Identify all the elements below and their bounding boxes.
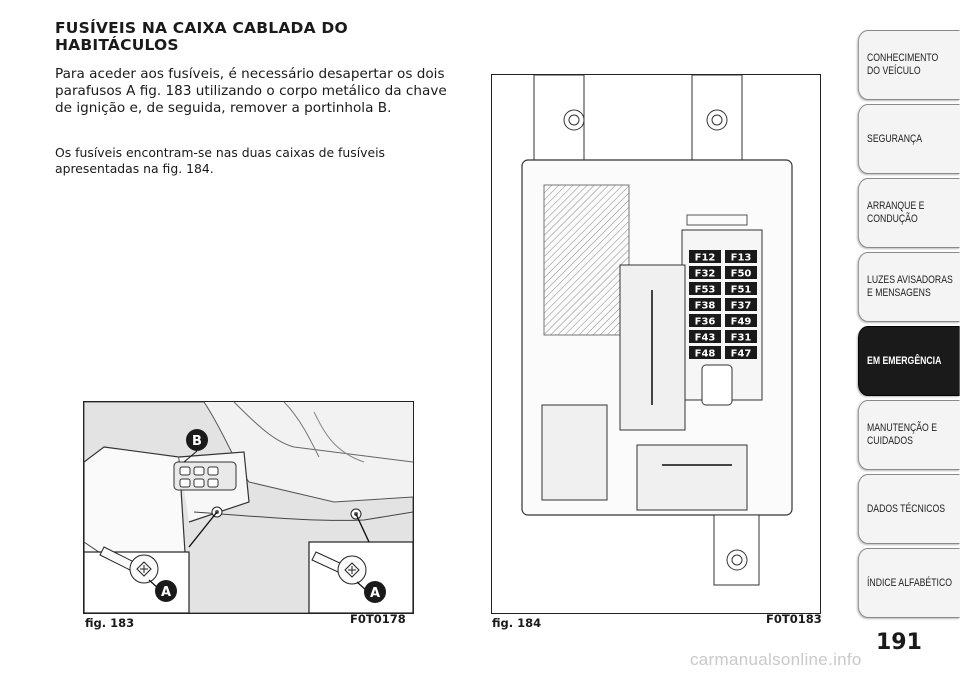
fuse-slot: [725, 250, 757, 263]
figure-184-caption: fig. 184: [492, 616, 542, 630]
figure-183-caption: fig. 183: [85, 616, 135, 630]
callout-a-label-right: A: [370, 586, 380, 601]
page-number: 191: [876, 630, 922, 655]
fuse-label: F49: [731, 317, 752, 328]
body-paragraph-2: Os fusíveis encontram-se nas duas caixas…: [55, 145, 385, 176]
fuse-label: F50: [731, 269, 752, 280]
fuse-label: F51: [731, 285, 752, 296]
fuse-label: F53: [695, 285, 716, 296]
fuse-label: F12: [695, 253, 716, 264]
fuse-slot: [725, 346, 757, 359]
fuse-slot: [725, 266, 757, 279]
fuse-slot: [725, 330, 757, 343]
callout-a-marker-right: [364, 581, 386, 603]
tab-seguranca[interactable]: SEGURANÇA: [858, 104, 960, 174]
fuse-slot: [689, 298, 721, 311]
tab-emergencia[interactable]: EM EMERGÊNCIA: [858, 326, 960, 396]
callout-b-label: B: [192, 434, 202, 449]
fuse-label: F37: [731, 301, 752, 312]
fuse-slot: [689, 250, 721, 263]
section-heading: FUSÍVEIS NA CAIXA CABLADA DO HABITÁCULOS: [55, 19, 348, 54]
fuse-slot: [689, 314, 721, 327]
fuse-label: F43: [695, 333, 716, 344]
fuse-slot: [725, 298, 757, 311]
fuse-label: F38: [695, 301, 716, 312]
body-paragraph-1: Para aceder aos fusíveis, é necessário d…: [55, 66, 447, 116]
fuse-label: F32: [695, 269, 716, 280]
fuse-label: F36: [695, 317, 716, 328]
callout-a-label-left: A: [161, 585, 171, 600]
tab-dados-tecnicos[interactable]: DADOS TÉCNICOS: [858, 474, 960, 544]
fuse-slot: [689, 330, 721, 343]
callout-b-marker: [186, 429, 208, 451]
figure-183-code: F0T0178: [350, 612, 406, 626]
fuse-label: F47: [731, 349, 752, 360]
figure-183-fuse-cover: B A A: [83, 401, 414, 614]
fuse-slot: [689, 346, 721, 359]
watermark: carmanualsonline.info: [690, 650, 862, 669]
tab-indice[interactable]: ÍNDICE ALFABÉTICO: [858, 548, 960, 618]
fuse-slot: [725, 282, 757, 295]
fuse-label: F48: [695, 349, 716, 360]
fuse-label: F31: [731, 333, 752, 344]
fuse-slot: [689, 266, 721, 279]
figure-184-code: F0T0183: [766, 612, 822, 626]
fuse-cover-illustration: B A A: [84, 402, 413, 613]
fuse-label: F13: [731, 253, 752, 264]
callout-a-marker-left: [155, 580, 177, 602]
fuse-slot: [689, 282, 721, 295]
fuse-slot: [725, 314, 757, 327]
